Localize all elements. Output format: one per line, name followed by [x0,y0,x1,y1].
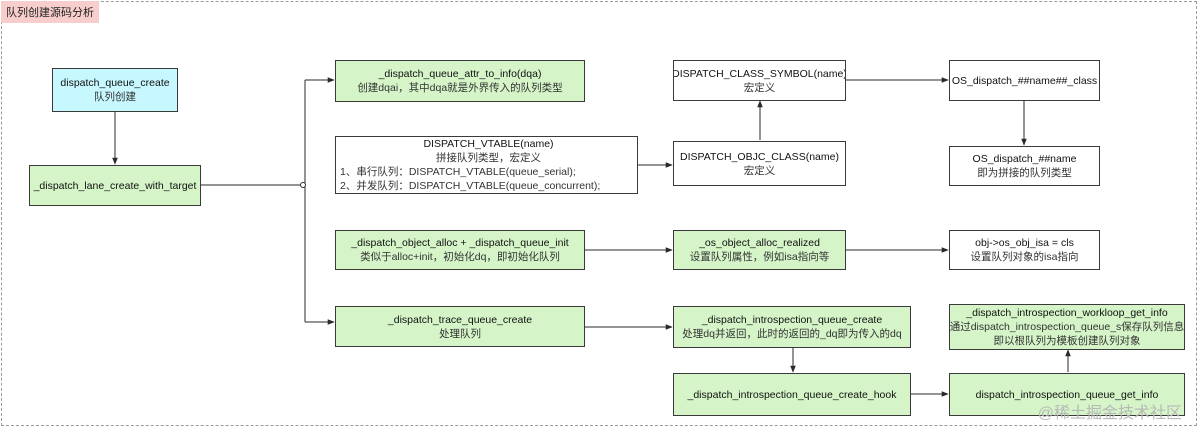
node-title: _dispatch_introspection_workloop_get_inf… [966,307,1168,319]
node-dispatch-vtable: DISPATCH_VTABLE(name) 拼接队列类型，宏定义 1、串行队列：… [335,136,638,194]
node-title: DISPATCH_OBJC_CLASS(name) [680,150,839,163]
node-lane-create-with-target: _dispatch_lane_create_with_target [29,165,201,206]
node-title: _dispatch_introspection_queue_create [701,314,883,326]
node-object-alloc-queue-init: _dispatch_object_alloc + _dispatch_queue… [335,230,585,270]
node-subtitle: 拼接队列类型，宏定义 [436,152,541,164]
node-os-object-alloc-realized: _os_object_alloc_realized 设置队列属性，例如isa指向… [673,230,846,270]
junction-dot [300,182,306,188]
node-subtitle: 即为拼接的队列类型 [977,167,1072,179]
node-title: _dispatch_object_alloc + _dispatch_queue… [351,237,569,249]
node-line-serial: 1、串行队列：DISPATCH_VTABLE(queue_serial); [340,166,576,178]
node-title: _dispatch_introspection_queue_create_hoo… [687,388,897,401]
node-obj-isa: obj->os_obj_isa = cls 设置队列对象的isa指向 [949,230,1100,270]
watermark: @稀土掘金技术社区 [1037,405,1182,422]
node-title: DISPATCH_VTABLE(name) [423,138,554,150]
node-introspection-queue-create-hook: _dispatch_introspection_queue_create_hoo… [673,373,911,416]
node-line-2: 即以根队列为模板创建队列对象 [993,335,1141,347]
node-trace-queue-create: _dispatch_trace_queue_create 处理队列 [335,306,585,347]
node-dispatch-queue-create: dispatch_queue_create 队列创建 [52,68,178,112]
node-queue-attr-to-info: _dispatch_queue_attr_to_info(dqa) 创建dqai… [335,60,585,102]
node-introspection-workloop-get-info: _dispatch_introspection_workloop_get_inf… [949,304,1185,350]
node-subtitle: 类似于alloc+init，初始化dq，即初始化队列 [360,251,560,263]
node-title: OS_dispatch_##name##_class [951,74,1098,87]
node-title: dispatch_queue_create [60,77,170,89]
node-subtitle: 处理队列 [439,327,481,340]
node-title: _dispatch_trace_queue_create [387,313,533,326]
node-title: dispatch_introspection_queue_get_info [975,388,1159,401]
node-line-1: 通过dispatch_introspection_queue_s保存队列信息 [949,321,1185,333]
node-subtitle: 处理dq并返回，此时的返回的_dq即为传入的dq [682,328,902,340]
node-title: _os_object_alloc_realized [699,237,820,249]
node-title: OS_dispatch_##name [972,153,1077,165]
diagram-title: 队列创建源码分析 [1,1,99,23]
node-title: DISPATCH_CLASS_SYMBOL(name) [673,67,846,80]
node-title: obj->os_obj_isa = cls [975,237,1074,249]
node-dispatch-objc-class: DISPATCH_OBJC_CLASS(name) 宏定义 [673,141,846,186]
node-subtitle: 宏定义 [743,164,776,177]
node-os-dispatch-name-class: OS_dispatch_##name##_class [949,60,1100,101]
node-introspection-queue-get-info: dispatch_introspection_queue_get_info [949,373,1185,416]
node-subtitle: 设置队列对象的isa指向 [970,251,1079,263]
node-title: _dispatch_lane_create_with_target [33,179,197,192]
node-os-dispatch-name: OS_dispatch_##name 即为拼接的队列类型 [949,146,1100,186]
node-subtitle: 队列创建 [94,91,136,103]
node-title: _dispatch_queue_attr_to_info(dqa) [378,68,542,80]
node-introspection-queue-create: _dispatch_introspection_queue_create 处理d… [673,306,911,348]
node-line-concurrent: 2、并发队列：DISPATCH_VTABLE(queue_concurrent)… [340,180,601,192]
node-subtitle: 宏定义 [743,81,776,94]
node-subtitle: 设置队列属性，例如isa指向等 [689,251,830,263]
node-dispatch-class-symbol: DISPATCH_CLASS_SYMBOL(name) 宏定义 [673,60,846,101]
node-subtitle: 创建dqai，其中dqa就是外界传入的队列类型 [357,82,563,94]
